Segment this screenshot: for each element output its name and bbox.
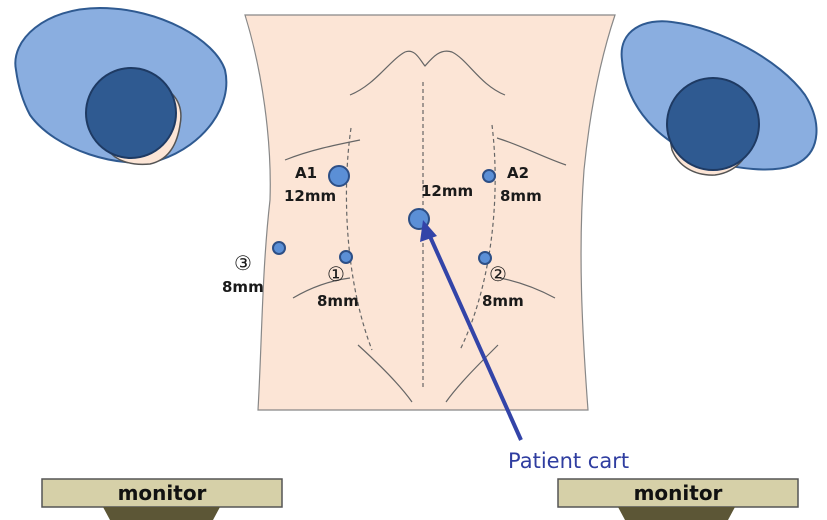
abdomen [245, 15, 615, 410]
port-a2-name: A2 [507, 164, 529, 182]
port-a2-size: 8mm [500, 187, 542, 205]
port-2-number: ② [489, 262, 507, 286]
port-a1-name: A1 [295, 164, 317, 182]
right-monitor-label: monitor [634, 481, 723, 505]
port-3-size: 8mm [222, 278, 264, 296]
right-arm-joint [667, 78, 759, 170]
port-3 [273, 242, 285, 254]
torso-outline [245, 15, 615, 410]
left-monitor: monitor [42, 479, 282, 520]
right-arm-assembly [622, 21, 817, 175]
port-2-size: 8mm [482, 292, 524, 310]
patient-cart-label: Patient cart [508, 449, 629, 473]
port-1-number: ① [327, 262, 345, 286]
left-monitor-label: monitor [118, 481, 207, 505]
port-a2 [483, 170, 495, 182]
right-monitor-stand [618, 507, 735, 520]
port-1-size: 8mm [317, 292, 359, 310]
port-3-number: ③ [234, 251, 252, 275]
left-monitor-stand [103, 507, 220, 520]
right-monitor: monitor [558, 479, 798, 520]
port-camera-size: 12mm [421, 182, 473, 200]
left-arm-assembly [15, 8, 226, 164]
left-arm-joint [86, 68, 176, 158]
port-a1 [329, 166, 349, 186]
port-a1-size: 12mm [284, 187, 336, 205]
